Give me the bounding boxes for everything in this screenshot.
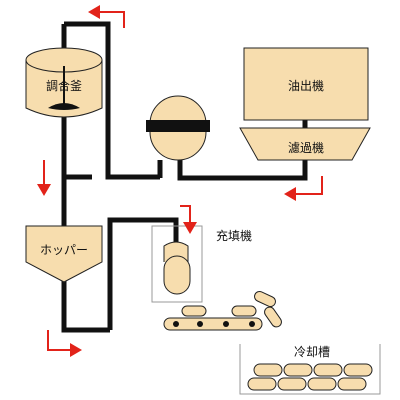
- label-filler: 充填機: [216, 228, 252, 243]
- product-on-belt-1: [181, 305, 207, 317]
- hopper: ホッパー: [25, 225, 103, 283]
- cooling-product-1: [253, 363, 283, 377]
- arrowhead-top-left: [88, 5, 100, 19]
- arrow-filter-drum-line: [294, 176, 323, 195]
- pipe-filler-feed: [107, 217, 179, 330]
- product-falling-1: [254, 290, 276, 308]
- filler-frame: [151, 225, 203, 303]
- cooling-product-3: [313, 363, 343, 377]
- drum-band: [146, 120, 210, 132]
- filler-bottle: [163, 255, 191, 295]
- conveyor-roller-2: [197, 321, 203, 327]
- cooling-product-5: [247, 377, 277, 391]
- arrowhead-filter-drum: [284, 187, 296, 201]
- product-on-belt-2: [231, 305, 257, 317]
- oil-extractor: 油出機: [243, 47, 369, 121]
- mixing-kettle: 調合釜: [25, 47, 103, 118]
- cooling-tank: 冷却槽: [239, 344, 381, 395]
- conveyor: [163, 290, 282, 331]
- product-falling-2: [264, 306, 282, 328]
- filter: 濾過機: [239, 127, 371, 161]
- conveyor-roller-4: [249, 321, 255, 327]
- conveyor-roller-1: [173, 321, 179, 327]
- extractor-box: [243, 47, 369, 121]
- conveyor-roller-3: [223, 321, 229, 327]
- arrow-top-left-line: [98, 11, 125, 28]
- receiver-drum: [146, 95, 210, 161]
- hopper-body: [25, 225, 103, 283]
- arrowhead-filler: [183, 222, 197, 234]
- label-oil-extractor: 油出機: [288, 78, 324, 93]
- cooling-product-8: [337, 377, 367, 391]
- conveyor-belt: [163, 317, 263, 331]
- filler: 充填機: [151, 225, 252, 303]
- cooling-tank-tray: [239, 344, 381, 395]
- cooling-product-2: [283, 363, 313, 377]
- arrow-filler-line: [180, 205, 191, 224]
- cooling-product-4: [343, 363, 373, 377]
- kettle-agitator: [48, 103, 80, 110]
- pipes: [61, 21, 308, 333]
- arrowhead-kettle-hopper: [37, 184, 51, 196]
- label-hopper: ホッパー: [40, 243, 88, 257]
- label-cooling-tank: 冷却槽: [294, 345, 330, 359]
- flow-arrows: [43, 11, 323, 351]
- arrow-bottom-left-line: [47, 330, 72, 351]
- pipe-main-left: [61, 24, 110, 333]
- label-filter: 濾過機: [288, 140, 324, 155]
- flow-arrowheads: [37, 5, 296, 357]
- cooling-product-7: [307, 377, 337, 391]
- label-mixing-kettle: 調合釜: [46, 78, 82, 93]
- arrowhead-bottom-left: [70, 343, 82, 357]
- pipe-top: [64, 21, 160, 180]
- cooling-product-6: [277, 377, 307, 391]
